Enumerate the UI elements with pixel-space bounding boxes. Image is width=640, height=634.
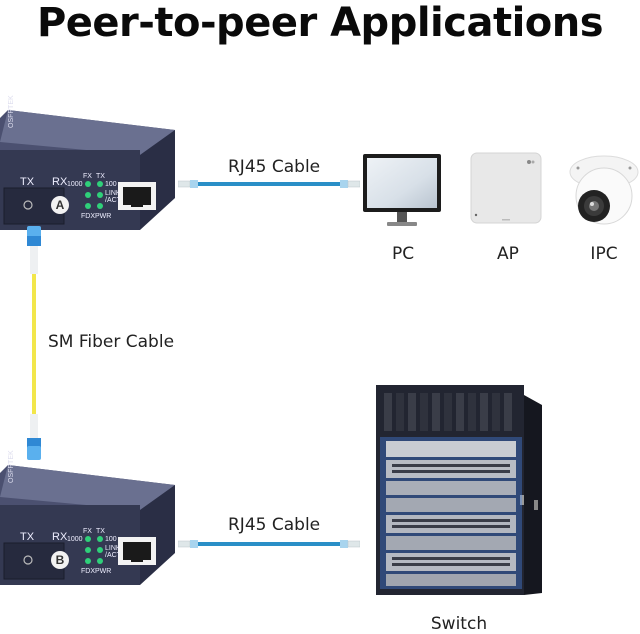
led-label-100: 100 [105, 181, 117, 188]
led-label-pwr: PWR [95, 568, 112, 575]
rj45-cable-top [178, 180, 360, 188]
rx-speed-label: 1000 [67, 536, 83, 543]
brand-text: OSFPTEK [8, 450, 15, 483]
page-title: Peer-to-peer Applications [36, 0, 604, 46]
led-label-fx: FX [83, 173, 92, 180]
led-label-act: /ACT [105, 197, 121, 204]
ap-label: AP [497, 244, 519, 264]
led-label-fdx: FDX [81, 568, 95, 575]
converter-badge: B [51, 551, 69, 569]
led-label-act: /ACT [105, 552, 121, 559]
led-label-100: 100 [105, 536, 117, 543]
led-label-pwr: PWR [95, 213, 112, 220]
fan-slots [384, 393, 512, 431]
ip-camera-icon [569, 155, 639, 225]
ipc-label: IPC [590, 244, 618, 264]
rx-label: RX [52, 176, 68, 188]
brand-text: OSFPTEK [8, 95, 15, 128]
sm-fiber-cable [27, 226, 41, 460]
switch-label: Switch [430, 614, 488, 634]
led-label-link: LINK [105, 190, 121, 197]
led-group [85, 181, 103, 209]
converter-body [0, 465, 175, 585]
led-label-fx: FX [83, 528, 92, 535]
rj45-cable-bottom [178, 540, 360, 548]
rx-speed-label: 1000 [67, 181, 83, 188]
rj45-cable-label-bottom: RJ45 Cable [228, 515, 321, 535]
tx-label: TX [20, 176, 35, 188]
led-group [85, 536, 103, 564]
media-converter-a: OSFPTEK TX RX 1000 FX TX 100 LINK /ACT F… [0, 95, 175, 245]
media-converter-b: OSFPTEK TX RX 1000 FX TX 100 LINK /ACT F… [0, 450, 175, 600]
led-label-link: LINK [105, 545, 121, 552]
led-label-fdx: FDX [81, 213, 95, 220]
rj45-cable-label-top: RJ45 Cable [228, 157, 321, 177]
switch-chassis-icon [376, 385, 542, 595]
led-label-tx: TX [96, 173, 105, 180]
pc-monitor-icon [363, 154, 441, 226]
led-label-tx: TX [96, 528, 105, 535]
converter-badge: A [51, 196, 69, 214]
tx-label: TX [20, 531, 35, 543]
rx-label: RX [52, 531, 68, 543]
fiber-cable-label: SM Fiber Cable [48, 332, 175, 352]
pc-label: PC [391, 244, 415, 264]
access-point-icon [470, 152, 542, 224]
